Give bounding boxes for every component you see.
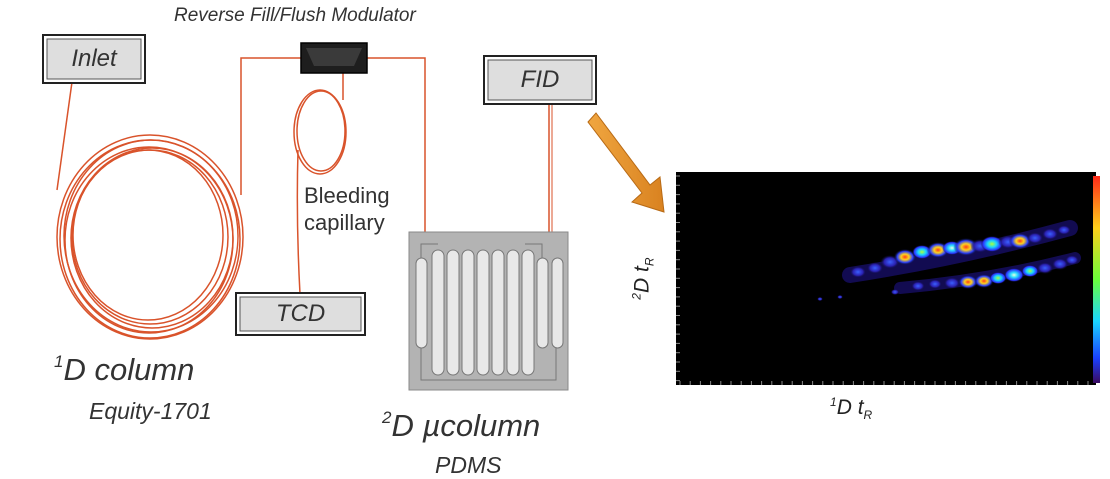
arrow-icon (587, 112, 665, 213)
column1-phase: Equity-1701 (89, 398, 212, 424)
x-axis-label: 1D tR (830, 395, 872, 422)
peak-spot (893, 249, 917, 265)
modulator (300, 42, 368, 74)
peak-spot (1041, 228, 1059, 240)
y-axis-main: D t (630, 266, 654, 294)
column1-coil (56, 134, 244, 340)
peak-spot (1036, 262, 1054, 274)
y-axis-sub: R (642, 257, 657, 267)
tcd-label: TCD (275, 300, 326, 327)
column1-title: 1D column (54, 352, 194, 388)
tcd-box (235, 292, 366, 336)
peak-spot (866, 262, 884, 274)
y-axis-sup: 2 (629, 293, 644, 300)
modulator-label: Reverse Fill/Flush Modulator (174, 5, 416, 26)
peak-spot (837, 295, 843, 299)
column1-sup: 1 (54, 352, 64, 371)
column2-title-text: D µcolumn (391, 408, 541, 443)
peak-spot (1026, 232, 1044, 244)
peak-spot (849, 266, 867, 278)
y-axis-label: 2D tR (630, 257, 657, 299)
x-axis-sup: 1 (830, 395, 837, 409)
column2-title: 2D µcolumn (382, 408, 540, 444)
bleeding-line2: capillary (304, 210, 385, 235)
peak-spot (958, 275, 978, 289)
gcxgc-chromatogram (676, 172, 1100, 385)
column1-title-text: D column (63, 352, 195, 387)
peak-spot (989, 272, 1007, 284)
column2-chip (408, 231, 569, 391)
peak-spot (1004, 268, 1024, 282)
colorbar (1093, 176, 1100, 383)
peak-spot (890, 289, 900, 295)
peak-spots (817, 225, 1079, 301)
bleeding-capillary-label: Bleeding capillary (304, 182, 390, 236)
inlet-tube (56, 81, 73, 191)
peak-spot (1008, 233, 1032, 249)
fid-label: FID (520, 66, 560, 93)
inlet-box (42, 34, 146, 84)
bleeding-line1: Bleeding (304, 183, 390, 208)
peak-spot (912, 245, 932, 259)
peak-spot (1051, 258, 1069, 270)
x-axis-main: D t (836, 396, 864, 419)
column2-phase: PDMS (435, 452, 502, 478)
peak-spot (1065, 255, 1079, 265)
column2-sup: 2 (382, 408, 392, 427)
x-axis-sub: R (863, 408, 873, 423)
peak-spot (911, 281, 925, 291)
peak-spot (928, 279, 942, 289)
axis-ticks (676, 175, 1089, 385)
fid-box (483, 55, 597, 105)
tubing (56, 57, 553, 340)
peak-spot (817, 297, 823, 301)
inlet-label: Inlet (71, 45, 117, 72)
peak-spot (943, 277, 961, 289)
bleeding-capillary (293, 70, 347, 295)
column1-to-modulator (240, 57, 303, 195)
peak-spot (1057, 225, 1071, 235)
modulator-to-column2 (364, 57, 426, 258)
peak-spot (980, 236, 1004, 252)
peak-spot (1021, 265, 1039, 277)
peak-spot (974, 274, 994, 288)
plot-area (676, 172, 1096, 385)
